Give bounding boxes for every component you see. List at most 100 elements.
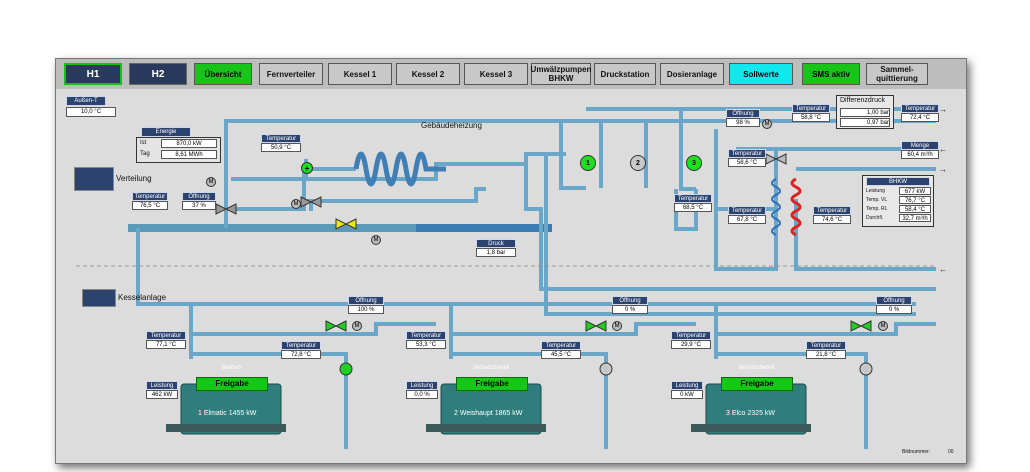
- motor-m-icon[interactable]: M: [878, 321, 888, 331]
- k2-status: betriebsbereit: [473, 365, 510, 371]
- k2-return: [451, 322, 696, 336]
- verteilung-oeffnung-label: Öffnung: [182, 192, 216, 201]
- verteilung-oeffnung-value: 37 %: [182, 201, 216, 210]
- bildnummer-value: 00: [948, 449, 954, 455]
- nav-sammelquittierung-button[interactable]: Sammel-quittierung: [866, 63, 928, 85]
- verteilung-label: Verteilung: [116, 174, 152, 183]
- k1-status: Betrieb: [221, 365, 241, 371]
- flow-arrows: → ← → ←: [939, 105, 947, 274]
- kesselanlage-marker: [82, 289, 116, 307]
- menge-value: 60,4 m³/h: [901, 150, 939, 159]
- motor-m-icon[interactable]: M: [352, 321, 362, 331]
- differenzdruck-value-1: 1,00 bar: [840, 108, 890, 117]
- k2-freigabe-button[interactable]: Freigabe: [456, 377, 528, 391]
- bhkw-pump-2-icon[interactable]: 2: [630, 155, 646, 171]
- nav-kessel1-button[interactable]: Kessel 1: [328, 63, 392, 85]
- nav-dosieranlage-button[interactable]: Dosieranlage: [660, 63, 724, 85]
- kessel-3-base: [691, 424, 811, 432]
- fern-temp4-value: 58,6 °C: [728, 158, 766, 167]
- fern-temp4-label: Temperatur: [728, 149, 766, 158]
- motor-m-icon[interactable]: M: [291, 199, 301, 209]
- k1-temp-in-label: Temperatur: [146, 331, 186, 340]
- kessel-1-base: [166, 424, 286, 432]
- svg-text:←: ←: [939, 145, 947, 154]
- nav-druckstation-button[interactable]: Druckstation: [594, 63, 656, 85]
- aussen-temp-value: 10,0 °C: [66, 107, 116, 117]
- k1-oeffnung-value: 100 %: [348, 305, 384, 314]
- k3-freigabe-button[interactable]: Freigabe: [721, 377, 793, 391]
- fern-temp2-label: Temperatur: [792, 104, 830, 113]
- svg-text:→: →: [939, 105, 947, 114]
- bhkw-pump-1-icon[interactable]: 1: [580, 155, 596, 171]
- k3-status: betriebsbereit: [738, 365, 775, 371]
- nav-umwaelzpumpen-button[interactable]: Umwälzpumpen BHKW: [530, 63, 592, 85]
- vl-temp-value: 50,9 °C: [261, 143, 301, 152]
- verteilung-temp-label: Temperatur: [132, 192, 168, 201]
- k3-return: [716, 322, 936, 336]
- energie-tag-label: Tag: [140, 151, 150, 157]
- energie-title: Energie: [141, 127, 191, 137]
- nav-sms-button[interactable]: SMS aktiv: [802, 63, 860, 85]
- nav-uebersicht-button[interactable]: Übersicht: [194, 63, 252, 85]
- k3-leistung-label: Leistung: [671, 381, 703, 390]
- bhkw-row-label: Temp. VL: [866, 197, 888, 203]
- svg-text:←: ←: [939, 265, 947, 274]
- nav-h2-button[interactable]: H2: [129, 63, 187, 85]
- nav-fernverteiler-button[interactable]: Fernverteiler: [259, 63, 323, 85]
- bhkw-row-label: Leistung: [866, 188, 885, 194]
- k1-supply: [191, 352, 348, 389]
- k1-freigabe-button[interactable]: Freigabe: [196, 377, 268, 391]
- bhkw-pump-3-icon[interactable]: 3: [686, 155, 702, 171]
- bhkw-hx-coil: [790, 177, 802, 237]
- check-valve-2: [599, 362, 613, 376]
- supply-pipe-top: [224, 119, 586, 228]
- verteilung-marker: [74, 167, 114, 191]
- gebaeude-return-2: [306, 187, 486, 203]
- k1-name: 1 Elmatic 1455 kW: [198, 410, 257, 417]
- motor-m-icon[interactable]: M: [612, 321, 622, 331]
- fern-temp1-value: 68,5 °C: [674, 203, 712, 212]
- motor-m-icon[interactable]: M: [206, 177, 216, 187]
- k1-temp-out-value: 72,8 °C: [281, 350, 321, 359]
- nav-kessel3-button[interactable]: Kessel 3: [464, 63, 528, 85]
- k3-supply: [716, 352, 868, 389]
- k2-name: 2 Weishaupt 1865 kW: [454, 410, 523, 417]
- motor-m-icon[interactable]: M: [371, 235, 381, 245]
- druck-value: 1,8 bar: [476, 248, 516, 257]
- nav-kessel2-button[interactable]: Kessel 2: [396, 63, 460, 85]
- fern-oeffnung-label: Öffnung: [726, 109, 760, 118]
- bhkw-row-label: Durchfl.: [866, 215, 884, 221]
- fern-temp6-label: Temperatur: [813, 206, 851, 215]
- druck-label: Druck: [476, 239, 516, 248]
- k1-temp-in-value: 77,1 °C: [146, 340, 186, 349]
- nav-h1-button[interactable]: H1: [64, 63, 122, 85]
- valves: [215, 153, 872, 332]
- bhkw-panel: BHKW Leistung 677 kW Temp. VL 76,7 °C Te…: [862, 175, 934, 227]
- k2-temp-out-value: 45,5 °C: [541, 350, 581, 359]
- menge-label: Menge: [901, 141, 939, 150]
- aussen-temp-label: Außen-T: [66, 96, 106, 106]
- bhkw-row-value: 32,7 m³/h: [899, 214, 931, 222]
- fern-temp3-label: Temperatur: [901, 104, 939, 113]
- bhkw-title: BHKW: [866, 177, 930, 186]
- k3-name: 3 Elco 2325 kW: [726, 410, 776, 417]
- k3-temp-out-label: Temperatur: [806, 341, 846, 350]
- bhkw-row-value: 677 kW: [899, 187, 931, 195]
- nav-sollwerte-button[interactable]: Sollwerte: [729, 63, 793, 85]
- plant-schematic: → ← → ←: [76, 105, 947, 449]
- kessel-header-pipe: [136, 228, 916, 306]
- navigation-bar: H1 H2 Übersicht Fernverteiler Kessel 1 K…: [56, 59, 966, 89]
- gebaeude-pump-icon[interactable]: +: [301, 162, 313, 174]
- k1-oeffnung-label: Öffnung: [348, 296, 384, 305]
- k2-supply: [451, 352, 608, 389]
- svg-text:→: →: [939, 165, 947, 174]
- k2-oeffnung-value: 0 %: [612, 305, 648, 314]
- fern-hx-coil: [771, 178, 781, 236]
- verteilung-temp-value: 76,5 °C: [132, 201, 168, 210]
- energie-ist-value: 870,0 kW: [161, 139, 217, 148]
- energie-panel: Ist 870,0 kW Tag 8,61 MWh: [136, 137, 221, 163]
- pump-line-1: [559, 144, 586, 190]
- motor-m-icon[interactable]: M: [762, 119, 772, 129]
- scada-window: H1 H2 Übersicht Fernverteiler Kessel 1 K…: [55, 58, 967, 464]
- fern-temp2-value: 58,8 °C: [792, 113, 830, 122]
